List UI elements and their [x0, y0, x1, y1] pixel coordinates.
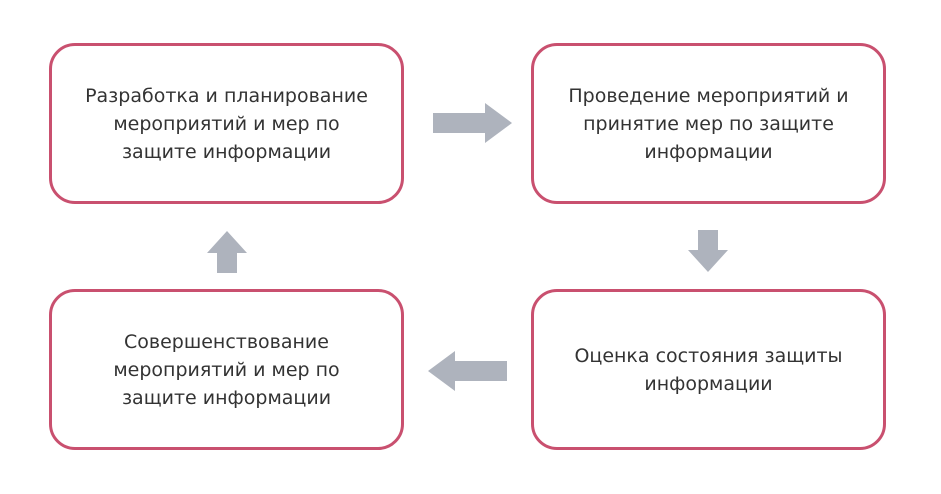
arrow-left-icon	[428, 351, 507, 391]
step-improvement: Совершенствование мероприятий и мер по з…	[49, 289, 404, 450]
arrow-up-icon	[207, 231, 247, 273]
arrow-down-icon	[688, 230, 728, 272]
step-planning: Разработка и планирование мероприятий и …	[49, 43, 404, 204]
step-label: Оценка состояния защиты информации	[574, 344, 843, 395]
step-implementation: Проведение мероприятий и принятие мер по…	[531, 43, 886, 204]
step-label: Проведение мероприятий и принятие мер по…	[568, 84, 849, 163]
step-label: Совершенствование мероприятий и мер по з…	[113, 330, 340, 409]
arrow-right-icon	[433, 103, 512, 143]
step-label: Разработка и планирование мероприятий и …	[85, 84, 368, 163]
step-assessment: Оценка состояния защиты информации	[531, 289, 886, 450]
